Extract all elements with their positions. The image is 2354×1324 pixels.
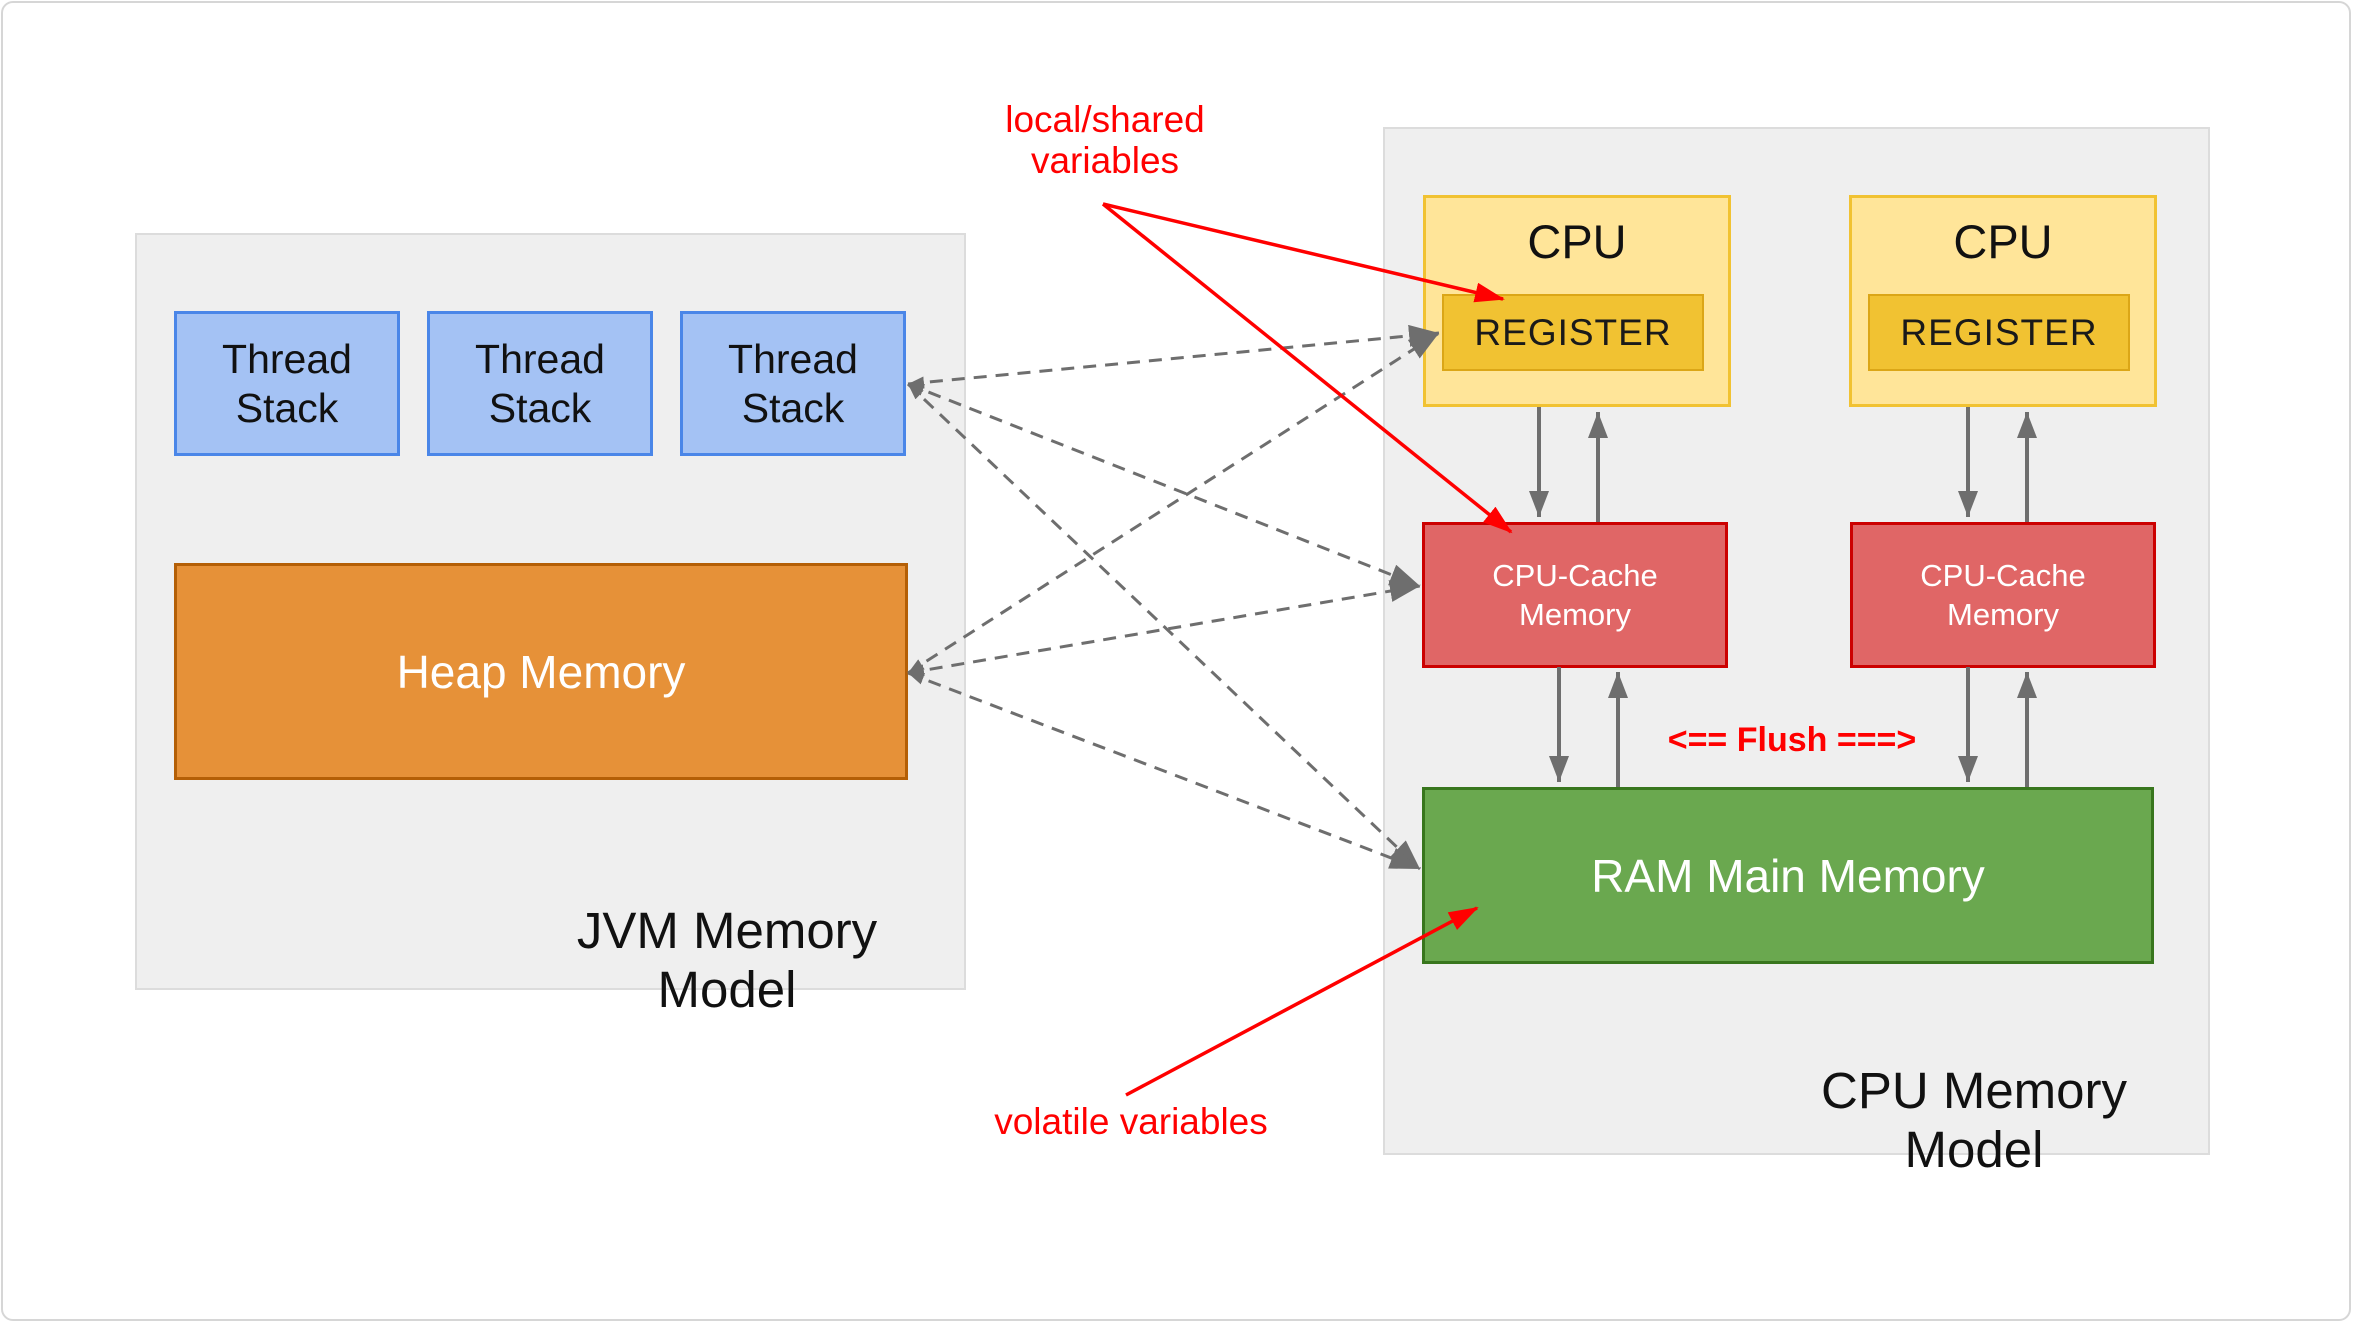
cpu-box-2: CPU REGISTER [1849, 195, 2157, 407]
register-box-2: REGISTER [1868, 294, 2130, 371]
cpu-cache-memory-box-2: CPU-Cache Memory [1850, 522, 2156, 668]
cpu-title-1: CPU [1527, 215, 1627, 268]
heap-memory-box: Heap Memory [174, 563, 908, 780]
dashed-arrow-heap-ram [907, 671, 1421, 871]
thread-stack-box-3: Thread Stack [680, 311, 906, 456]
thread-stack-box-2: Thread Stack [427, 311, 653, 456]
register-box-1: REGISTER [1442, 294, 1704, 371]
jvm-panel-label: JVM Memory Model [576, 902, 878, 1018]
cpu-title-2: CPU [1953, 215, 2053, 268]
ram-main-memory-box: RAM Main Memory [1422, 787, 2154, 964]
thread-stack-box-1: Thread Stack [174, 311, 400, 456]
cpu-panel-label: CPU Memory Model [1820, 1062, 2128, 1178]
dashed-arrow-thread-ram [906, 382, 1422, 871]
flush-label: <== Flush ===> [1667, 721, 1917, 759]
cpu-cache-memory-box-1: CPU-Cache Memory [1422, 522, 1728, 668]
dashed-arrow-thread-register [907, 324, 1440, 389]
dashed-arrow-thread-cache [907, 382, 1421, 588]
local-shared-variables-label: local/shared variables [1005, 99, 1205, 181]
volatile-variables-label: volatile variables [994, 1101, 1268, 1142]
dashed-arrow-heap-cache [907, 580, 1421, 677]
dashed-arrow-heap-register [907, 331, 1440, 675]
cpu-box-1: CPU REGISTER [1423, 195, 1731, 407]
